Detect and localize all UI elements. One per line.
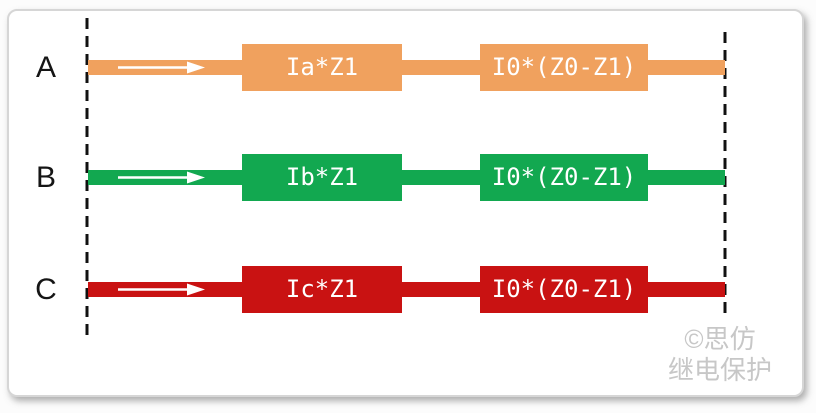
phase-b-impedance-block-1: Ib*Z1: [242, 154, 402, 201]
watermark: ©思仿 继电保护: [640, 324, 800, 386]
phase-b-impedance-block-2: I0*(Z0-Z1): [480, 154, 648, 201]
phase-c-impedance-block-2: I0*(Z0-Z1): [480, 266, 648, 313]
phase-row-a: A Ia*Z1 I0*(Z0-Z1): [9, 44, 802, 91]
phase-a-impedance-block-1: Ia*Z1: [242, 44, 402, 91]
watermark-line-1: ©思仿: [684, 324, 756, 354]
phase-c-label: C: [35, 273, 57, 306]
phase-row-b: B Ib*Z1 I0*(Z0-Z1): [9, 154, 802, 201]
phase-a-label: A: [35, 51, 56, 84]
arrow-head: [187, 283, 205, 296]
boundary-lines-layer: [85, 18, 727, 336]
arrow-head: [187, 171, 205, 184]
phase-a-impedance-block-2: I0*(Z0-Z1): [480, 44, 648, 91]
watermark-line-2: 继电保护: [667, 355, 772, 385]
arrow-head: [187, 61, 205, 74]
current-direction-arrow-icon: [118, 61, 205, 74]
diagram-card: A Ia*Z1 I0*(Z0-Z1) B Ib*Z1 I0*(Z0-Z1) C: [7, 9, 804, 397]
phase-b-label: B: [35, 161, 56, 194]
phase-c-impedance-block-1: Ic*Z1: [242, 266, 402, 313]
current-direction-arrow-icon: [118, 171, 205, 184]
phase-row-c: C Ic*Z1 I0*(Z0-Z1): [9, 266, 802, 313]
current-direction-arrow-icon: [118, 283, 205, 296]
